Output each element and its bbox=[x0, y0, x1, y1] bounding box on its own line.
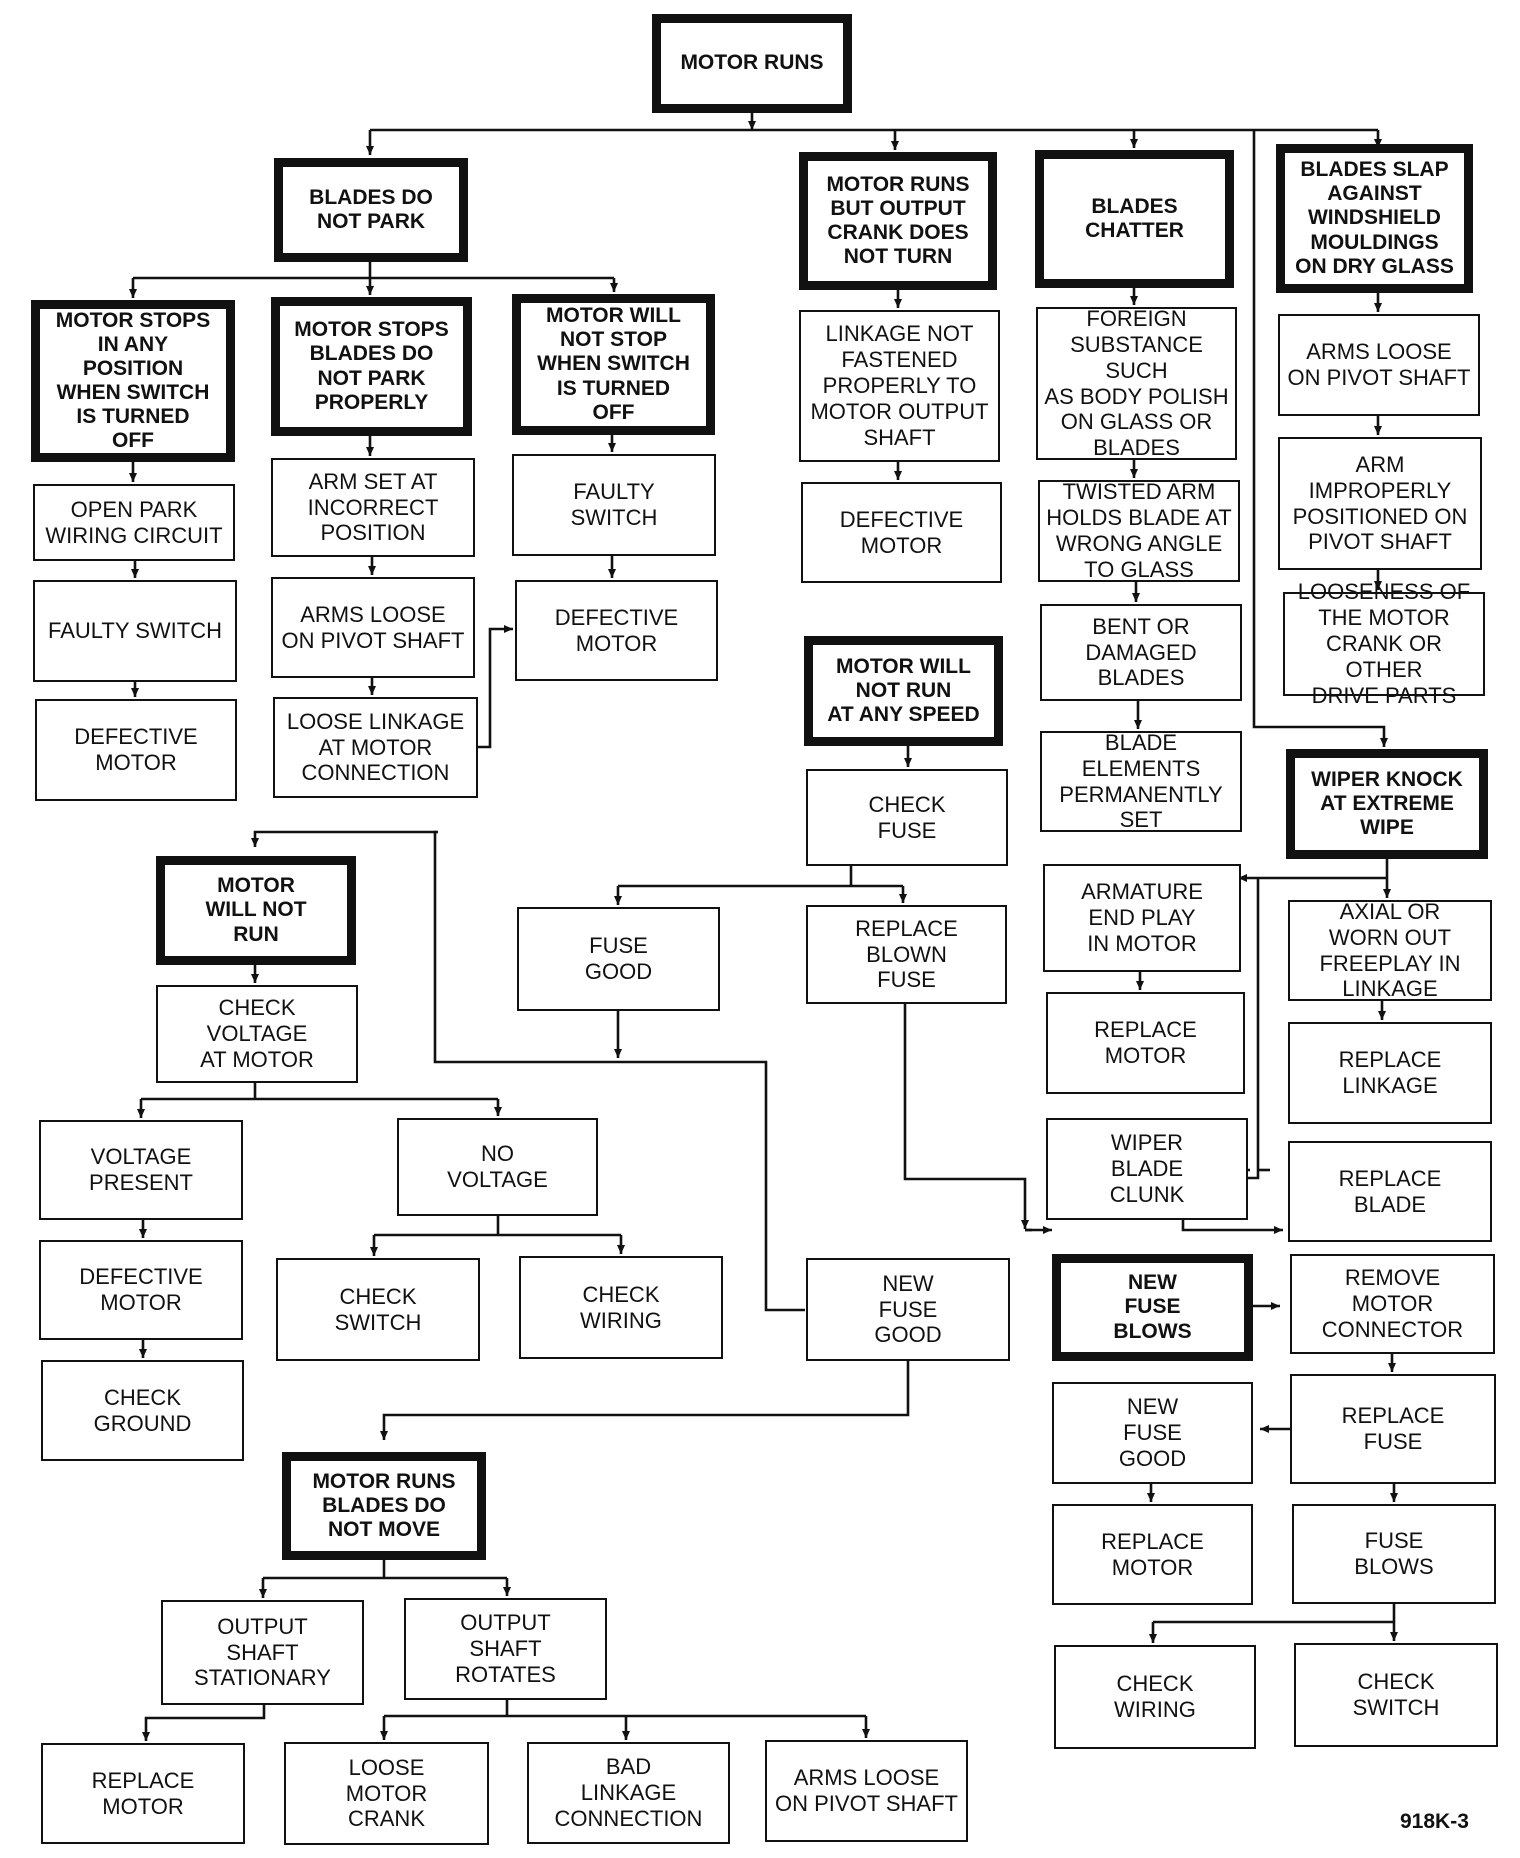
check-wiring-box-1: CHECK WIRING bbox=[519, 1256, 723, 1359]
foreign-substance-box: FOREIGN SUBSTANCE SUCH AS BODY POLISH ON… bbox=[1036, 306, 1237, 460]
defective-motor-box-3: DEFECTIVE MOTOR bbox=[801, 482, 1002, 583]
output-shaft-rotates-box: OUTPUT SHAFT ROTATES bbox=[404, 1598, 607, 1700]
no-voltage-box: NO VOLTAGE bbox=[397, 1118, 598, 1216]
fuse-blows-box: FUSE BLOWS bbox=[1292, 1504, 1496, 1604]
check-switch-box-2: CHECK SWITCH bbox=[1294, 1643, 1498, 1747]
wiper-knock-box: WIPER KNOCK AT EXTREME WIPE bbox=[1286, 749, 1488, 859]
blades-do-not-park-box: BLADES DO NOT PARK bbox=[274, 158, 468, 262]
defective-motor-box-1: DEFECTIVE MOTOR bbox=[35, 699, 237, 801]
blades-slap-box: BLADES SLAP AGAINST WINDSHIELD MOULDINGS… bbox=[1276, 144, 1473, 293]
wiper-blade-clunk-box: WIPER BLADE CLUNK bbox=[1046, 1118, 1248, 1220]
linkage-not-fastened-box: LINKAGE NOT FASTENED PROPERLY TO MOTOR O… bbox=[799, 310, 1000, 462]
check-fuse-box: CHECK FUSE bbox=[806, 769, 1008, 866]
arms-loose-pivot-box-2: ARMS LOOSE ON PIVOT SHAFT bbox=[1278, 314, 1480, 416]
arms-loose-pivot-box-1: ARMS LOOSE ON PIVOT SHAFT bbox=[271, 577, 475, 678]
check-switch-box-1: CHECK SWITCH bbox=[276, 1258, 480, 1361]
motor-stops-any-position-box: MOTOR STOPS IN ANY POSITION WHEN SWITCH … bbox=[31, 300, 235, 462]
defective-motor-box-2: DEFECTIVE MOTOR bbox=[515, 580, 718, 681]
check-ground-box: CHECK GROUND bbox=[41, 1360, 244, 1461]
motor-runs-output-crank-box: MOTOR RUNS BUT OUTPUT CRANK DOES NOT TUR… bbox=[799, 152, 997, 290]
blades-chatter-box: BLADES CHATTER bbox=[1035, 150, 1234, 288]
replace-motor-box-knock: REPLACE MOTOR bbox=[1046, 992, 1245, 1094]
replace-blade-box: REPLACE BLADE bbox=[1288, 1141, 1492, 1242]
faulty-switch-box-2: FAULTY SWITCH bbox=[512, 454, 716, 556]
armature-end-play-box: ARMATURE END PLAY IN MOTOR bbox=[1043, 864, 1241, 972]
loose-linkage-motor-box: LOOSE LINKAGE AT MOTOR CONNECTION bbox=[273, 697, 478, 798]
new-fuse-good-box-2: NEW FUSE GOOD bbox=[1052, 1382, 1253, 1484]
remove-motor-connector-box: REMOVE MOTOR CONNECTOR bbox=[1290, 1254, 1495, 1354]
open-park-wiring-box: OPEN PARK WIRING CIRCUIT bbox=[33, 484, 235, 561]
replace-motor-box-2: REPLACE MOTOR bbox=[1052, 1504, 1253, 1605]
motor-runs-blades-not-move-box: MOTOR RUNS BLADES DO NOT MOVE bbox=[282, 1452, 486, 1560]
new-fuse-good-box-1: NEW FUSE GOOD bbox=[806, 1258, 1010, 1361]
check-wiring-box-2: CHECK WIRING bbox=[1054, 1645, 1256, 1749]
replace-fuse-box: REPLACE FUSE bbox=[1290, 1374, 1496, 1484]
motor-will-not-run-any-speed-box: MOTOR WILL NOT RUN AT ANY SPEED bbox=[804, 636, 1003, 746]
arm-improperly-positioned-box: ARM IMPROPERLY POSITIONED ON PIVOT SHAFT bbox=[1278, 437, 1482, 570]
output-shaft-stationary-box: OUTPUT SHAFT STATIONARY bbox=[161, 1600, 364, 1705]
new-fuse-blows-box: NEW FUSE BLOWS bbox=[1052, 1254, 1253, 1361]
replace-blown-fuse-box: REPLACE BLOWN FUSE bbox=[806, 905, 1007, 1004]
bent-damaged-blades-box: BENT OR DAMAGED BLADES bbox=[1040, 604, 1242, 701]
looseness-motor-crank-box: LOOSENESS OF THE MOTOR CRANK OR OTHER DR… bbox=[1283, 579, 1485, 708]
bad-linkage-connection-box: BAD LINKAGE CONNECTION bbox=[527, 1742, 730, 1844]
blade-elements-set-box: BLADE ELEMENTS PERMANENTLY SET bbox=[1040, 730, 1242, 832]
defective-motor-box-4: DEFECTIVE MOTOR bbox=[39, 1240, 243, 1340]
voltage-present-box: VOLTAGE PRESENT bbox=[39, 1120, 243, 1220]
motor-runs-box: MOTOR RUNS bbox=[652, 14, 852, 113]
arm-set-incorrect-box: ARM SET AT INCORRECT POSITION bbox=[271, 458, 475, 557]
replace-motor-box-3: REPLACE MOTOR bbox=[41, 1743, 245, 1844]
arms-loose-pivot-box-3: ARMS LOOSE ON PIVOT SHAFT bbox=[765, 1740, 968, 1842]
motor-will-not-stop-box: MOTOR WILL NOT STOP WHEN SWITCH IS TURNE… bbox=[512, 294, 715, 435]
motor-will-not-run-box: MOTOR WILL NOT RUN bbox=[156, 856, 356, 965]
replace-linkage-box: REPLACE LINKAGE bbox=[1288, 1022, 1492, 1124]
twisted-arm-box: TWISTED ARM HOLDS BLADE AT WRONG ANGLE T… bbox=[1038, 479, 1240, 582]
axial-worn-freeplay-box: AXIAL OR WORN OUT FREEPLAY IN LINKAGE bbox=[1288, 899, 1492, 1001]
check-voltage-motor-box: CHECK VOLTAGE AT MOTOR bbox=[156, 985, 358, 1083]
figure-id-label: 918K-3 bbox=[1400, 1810, 1469, 1833]
motor-stops-not-park-properly-box: MOTOR STOPS BLADES DO NOT PARK PROPERLY bbox=[271, 297, 472, 436]
loose-motor-crank-box: LOOSE MOTOR CRANK bbox=[284, 1742, 489, 1845]
faulty-switch-box-1: FAULTY SWITCH bbox=[33, 580, 237, 682]
fuse-good-box: FUSE GOOD bbox=[517, 907, 720, 1011]
